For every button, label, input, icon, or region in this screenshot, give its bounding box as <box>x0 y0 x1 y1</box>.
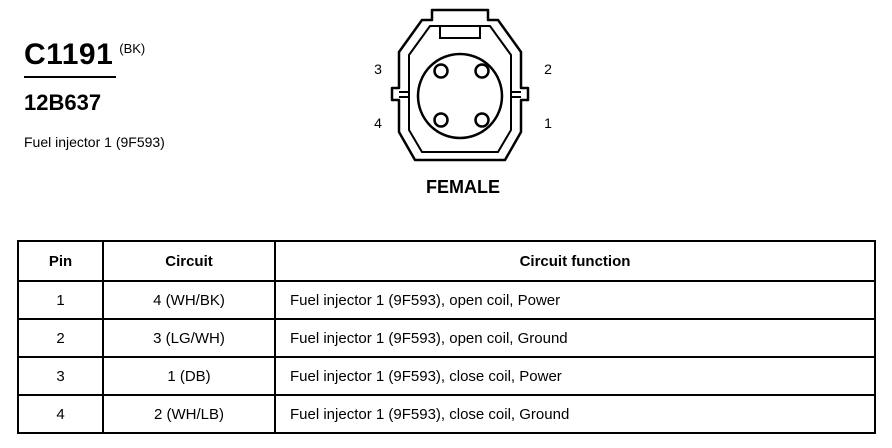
connector-color-code: (BK) <box>119 41 146 56</box>
connector-inner-outline <box>408 25 512 153</box>
cell-pin: 3 <box>17 356 104 396</box>
pin-label-2: 2 <box>544 61 552 77</box>
cell-circuit: 1 (DB) <box>102 356 276 396</box>
cell-circuit-function: Fuel injector 1 (9F593), open coil, Powe… <box>274 280 876 320</box>
cell-circuit-function: Fuel injector 1 (9F593), open coil, Grou… <box>274 318 876 358</box>
top-latch-slot <box>439 26 481 39</box>
part-number: 12B637 <box>24 90 102 115</box>
header-circuit: Circuit <box>102 240 276 282</box>
pin-cavity-4 <box>433 112 449 128</box>
pin-assignment-table: Pin Circuit Circuit function 1 4 (WH/BK)… <box>17 240 876 434</box>
gender-label: FEMALE <box>426 177 500 197</box>
connector-face-diagram: 3 2 4 1 FEMALE <box>374 8 552 197</box>
cell-pin: 1 <box>17 280 104 320</box>
header-circuit-function: Circuit function <box>274 240 876 282</box>
pin-label-3: 3 <box>374 61 382 77</box>
cell-pin: 2 <box>17 318 104 358</box>
table-header-row: Pin Circuit Circuit function <box>17 240 876 282</box>
table-row: 1 4 (WH/BK) Fuel injector 1 (9F593), ope… <box>17 280 876 320</box>
pin-face-circle <box>416 52 504 140</box>
cell-pin: 4 <box>17 394 104 434</box>
cell-circuit-function: Fuel injector 1 (9F593), close coil, Pow… <box>274 356 876 396</box>
pin-cavity-3 <box>433 63 449 79</box>
pin-label-4: 4 <box>374 115 382 131</box>
pin-cavity-1 <box>474 112 490 128</box>
cell-circuit-function: Fuel injector 1 (9F593), close coil, Gro… <box>274 394 876 434</box>
cell-circuit: 4 (WH/BK) <box>102 280 276 320</box>
pin-cavity-2 <box>474 63 490 79</box>
connector-id-row: C1191 (BK) <box>24 38 244 72</box>
cell-circuit: 3 (LG/WH) <box>102 318 276 358</box>
table-row: 2 3 (LG/WH) Fuel injector 1 (9F593), ope… <box>17 318 876 358</box>
header-pin: Pin <box>17 240 104 282</box>
connector-id-underline <box>24 76 116 78</box>
connector-header: C1191 (BK) 12B637 Fuel injector 1 (9F593… <box>24 38 244 150</box>
connector-id: C1191 <box>24 38 114 71</box>
connector-housing-outline <box>390 8 530 162</box>
table-row: 4 2 (WH/LB) Fuel injector 1 (9F593), clo… <box>17 394 876 434</box>
cell-circuit: 2 (WH/LB) <box>102 394 276 434</box>
connector-description: Fuel injector 1 (9F593) <box>24 134 165 150</box>
table-row: 3 1 (DB) Fuel injector 1 (9F593), close … <box>17 356 876 396</box>
pin-label-1: 1 <box>544 115 552 131</box>
